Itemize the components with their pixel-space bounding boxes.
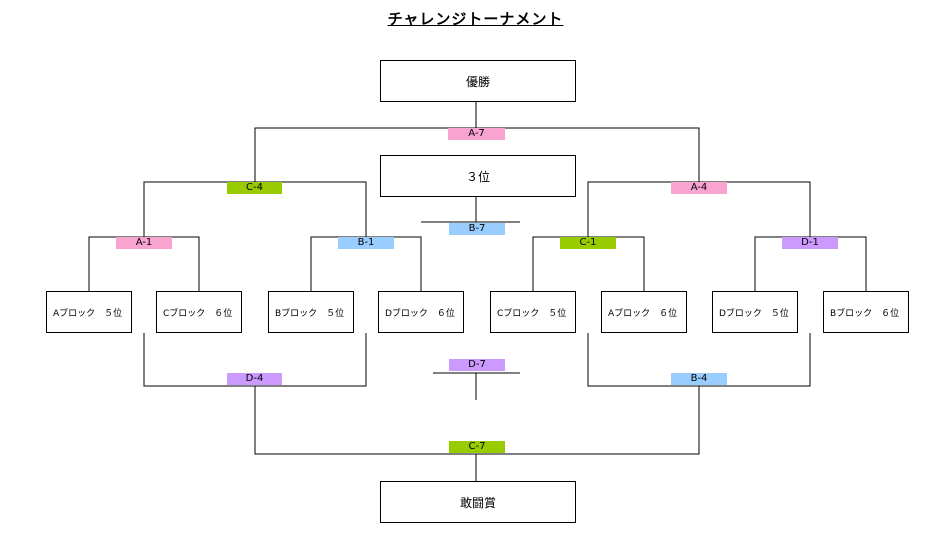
team-box-2: Cブロック ６位 [156,291,242,333]
match-label-d7: D-7 [449,359,505,371]
team-box-5: Cブロック ５位 [490,291,576,333]
match-label-c7: C-7 [449,441,505,453]
team-box-7: Dブロック ５位 [712,291,798,333]
match-label-a7: A-7 [448,128,505,140]
team-box-3: Bブロック ５位 [268,291,354,333]
match-label-b7: B-7 [449,223,505,235]
line-cons-final [254,386,700,455]
third-place-label: ３位 [465,169,490,184]
match-label-c4: C-4 [227,182,282,194]
match-label-a1: A-1 [116,237,172,249]
team-box-4: Dブロック ６位 [378,291,464,333]
team-box-1: Aブロック ５位 [46,291,132,333]
page-title: チャレンジトーナメント [0,8,951,29]
fighting-spirit-label: 敢闘賞 [459,495,496,510]
winner-box: 優勝 [380,60,576,102]
match-label-d4: D-4 [227,373,282,385]
match-label-a4: A-4 [671,182,727,194]
match-label-b1: B-1 [338,237,394,249]
third-place-box: ３位 [380,155,576,197]
match-label-c1: C-1 [560,237,616,249]
fighting-spirit-box: 敢闘賞 [380,481,576,523]
match-label-d1: D-1 [782,237,838,249]
team-box-8: Bブロック ６位 [823,291,909,333]
team-box-6: Aブロック ６位 [601,291,687,333]
page-title-text: チャレンジトーナメント [387,10,564,28]
winner-label: 優勝 [465,74,490,89]
match-label-b4: B-4 [671,373,727,385]
